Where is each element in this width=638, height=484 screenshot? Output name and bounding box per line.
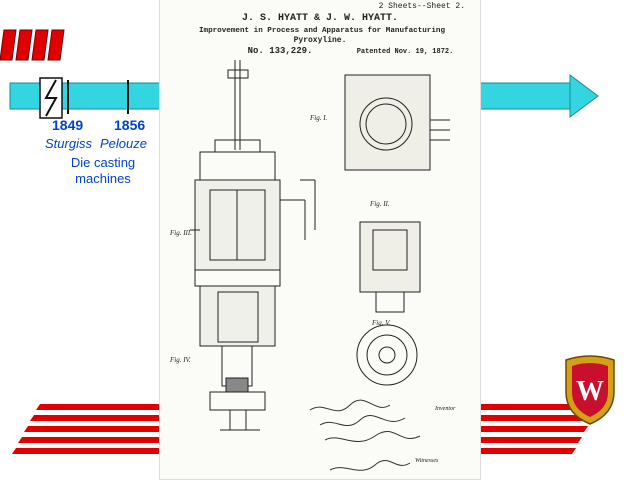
svg-text:W: W — [576, 376, 604, 407]
patent-sheet: 2 Sheets--Sheet 2. — [379, 2, 465, 11]
timeline-name: Sturgiss — [45, 136, 92, 151]
patent-drawing: 2 Sheets--Sheet 2. J. S. HYATT & J. W. H… — [160, 0, 480, 479]
timeline-year: 1849 — [52, 117, 84, 133]
fig-label: Fig. II. — [369, 200, 390, 208]
red-bars-logo — [0, 29, 65, 61]
patent-illustration: 2 Sheets--Sheet 2. J. S. HYATT & J. W. H… — [169, 2, 465, 471]
uw-crest-logo: W — [565, 355, 615, 425]
fig-label: Fig. III. — [169, 229, 192, 237]
witnesses-label: Witnesses — [415, 458, 439, 464]
timeline-name: Pelouze — [100, 136, 147, 151]
fig-label: Fig. IV. — [169, 356, 191, 364]
fig-label: Fig. I. — [309, 114, 328, 122]
patent-number: No. 133,229. — [248, 46, 313, 56]
handwritten-signatures — [309, 399, 421, 471]
timeline-year: 1856 — [114, 117, 146, 133]
patent-title-line2: Pyroxyline. — [294, 36, 347, 45]
patent-title-line1: Improvement in Process and Apparatus for… — [199, 27, 446, 35]
timeline-note: Die casting machines — [70, 155, 136, 186]
patent-inventors: J. S. HYATT & J. W. HYATT. — [242, 13, 398, 24]
patent-date: Patented Nov. 19, 1872. — [357, 48, 454, 56]
inventor-label: Inventor — [434, 406, 456, 412]
fig-label: Fig. V. — [371, 319, 391, 327]
